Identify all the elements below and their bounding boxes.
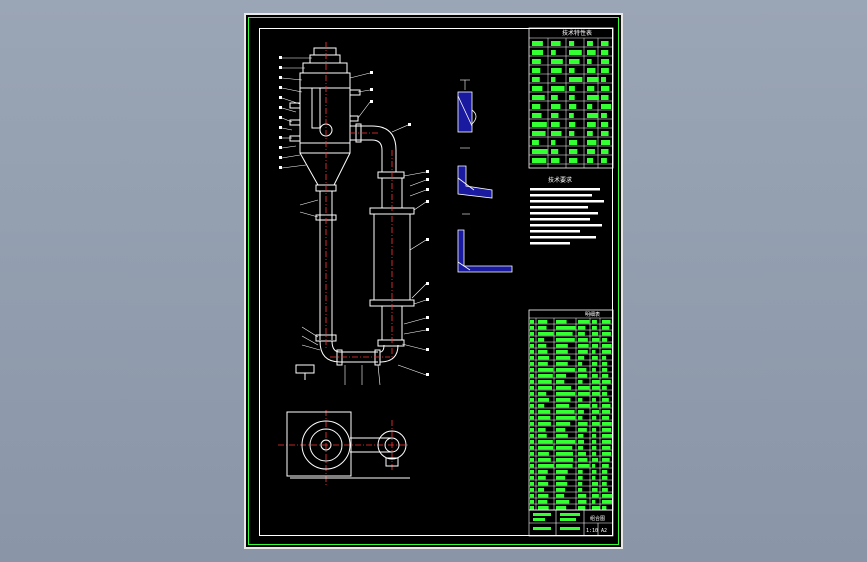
title-block — [528, 509, 614, 537]
note-line — [530, 188, 600, 191]
title-block-scale: 1:10 — [586, 528, 598, 534]
plan-view — [286, 411, 410, 479]
leader-lines-left — [281, 57, 321, 351]
note-line — [530, 236, 596, 239]
detail-section-3 — [457, 213, 513, 273]
parts-table-header: 明细表 — [585, 311, 600, 318]
tech-table: 技术特性表 — [528, 27, 614, 169]
tech-notes: 技术要求 — [530, 176, 604, 245]
elevation-view — [289, 47, 415, 380]
detail-section-2 — [457, 147, 493, 199]
leader-dots — [279, 56, 429, 376]
tech-notes-heading: 技术要求 — [548, 176, 572, 184]
tech-table-header: 技术特性表 — [562, 29, 592, 37]
note-line — [530, 194, 592, 197]
note-line — [530, 230, 580, 233]
title-block-drawing-name: 组合图 — [590, 515, 605, 522]
sheet-green-border — [248, 17, 619, 545]
note-line — [530, 218, 590, 221]
detail-section-1 — [457, 79, 477, 133]
parts-table: 明细表 — [528, 309, 614, 511]
note-line — [530, 242, 570, 245]
sheet-inner-border — [259, 28, 613, 536]
title-block-marks — [533, 513, 580, 530]
leader-lines-right — [344, 72, 427, 386]
note-line — [530, 212, 598, 215]
note-line — [530, 224, 602, 227]
centerlines — [278, 42, 410, 485]
title-block-sheet-size: A2 — [601, 528, 607, 534]
note-line — [530, 200, 604, 203]
note-line — [530, 206, 588, 209]
